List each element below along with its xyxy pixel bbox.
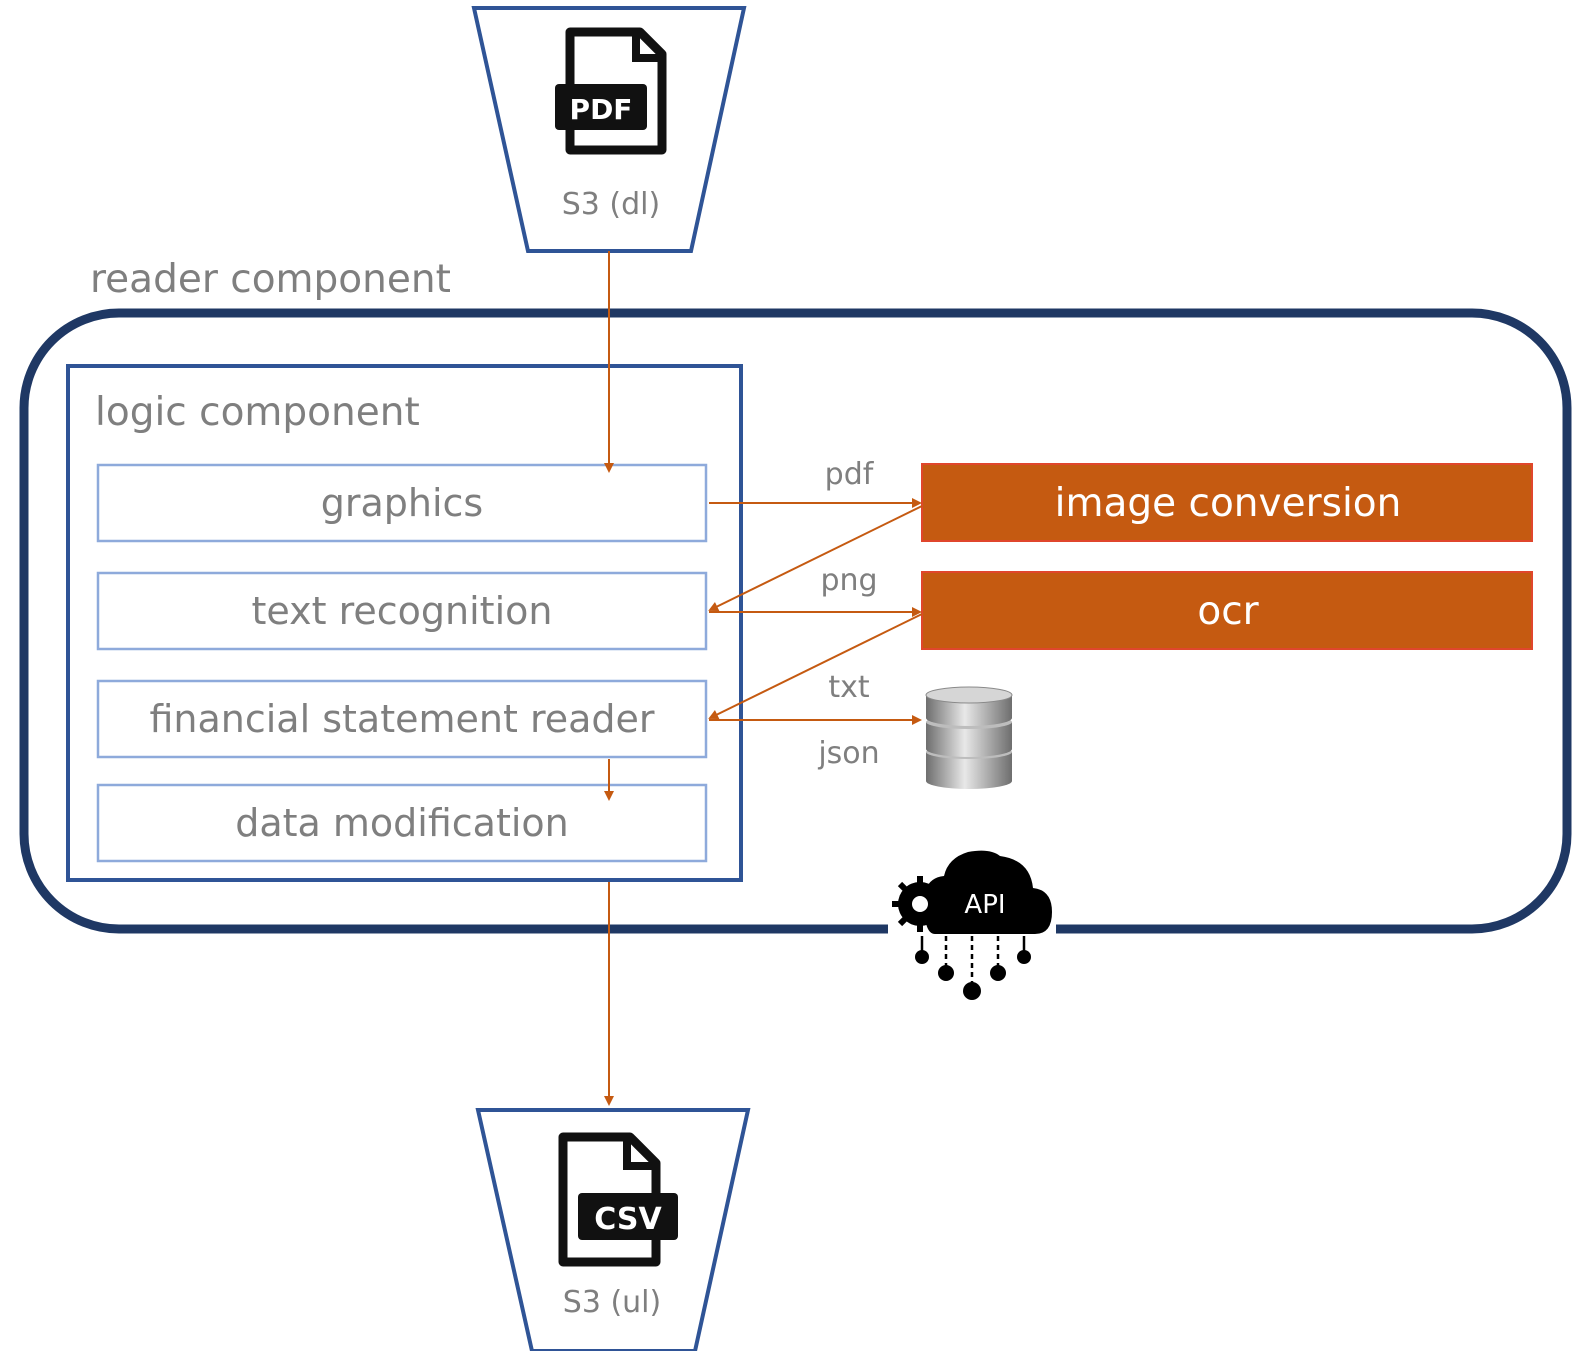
- step-data-modification-label: data modification: [235, 801, 569, 845]
- edge-label-json: json: [817, 736, 879, 771]
- csv-file-icon: CSV: [558, 1132, 678, 1267]
- step-graphics-label: graphics: [321, 481, 483, 525]
- arrow-ocr-to-financial-statement-reader: [708, 613, 923, 719]
- image-conversion-label: image conversion: [1055, 481, 1402, 526]
- api-label: API: [964, 890, 1005, 920]
- step-financial-statement-reader: financial statement reader: [96, 679, 708, 759]
- target-file-type: CSV: [594, 1202, 662, 1237]
- target-bucket: CSV S3 (ul): [475, 1108, 751, 1351]
- edge-label-txt: txt: [828, 670, 870, 705]
- cloud-api-icon: API: [888, 850, 1056, 1000]
- edge-label-png: png: [820, 563, 877, 598]
- pdf-file-icon: PDF: [555, 27, 667, 155]
- image-conversion-service: image conversion: [921, 463, 1533, 542]
- ocr-label: ocr: [1197, 589, 1259, 634]
- source-bucket: PDF S3 (dl): [471, 6, 747, 253]
- ocr-service: ocr: [921, 571, 1533, 650]
- step-text-recognition-label: text recognition: [252, 589, 553, 633]
- connector-arrows: [604, 251, 923, 1106]
- logic-component-label: logic component: [95, 390, 420, 435]
- reader-component-label: reader component: [90, 257, 451, 302]
- step-graphics: graphics: [96, 463, 708, 543]
- step-data-modification: data modification: [96, 783, 708, 863]
- source-bucket-label: S3 (dl): [562, 187, 660, 222]
- step-financial-statement-reader-label: financial statement reader: [149, 697, 654, 741]
- target-bucket-label: S3 (ul): [563, 1285, 661, 1320]
- source-file-type: PDF: [570, 93, 633, 126]
- edge-label-pdf: pdf: [825, 457, 875, 492]
- step-text-recognition: text recognition: [96, 571, 708, 651]
- reader-component-container: [19, 308, 1572, 934]
- database-icon: [925, 686, 1013, 789]
- arrow-image-conversion-to-text-recognition: [708, 505, 923, 611]
